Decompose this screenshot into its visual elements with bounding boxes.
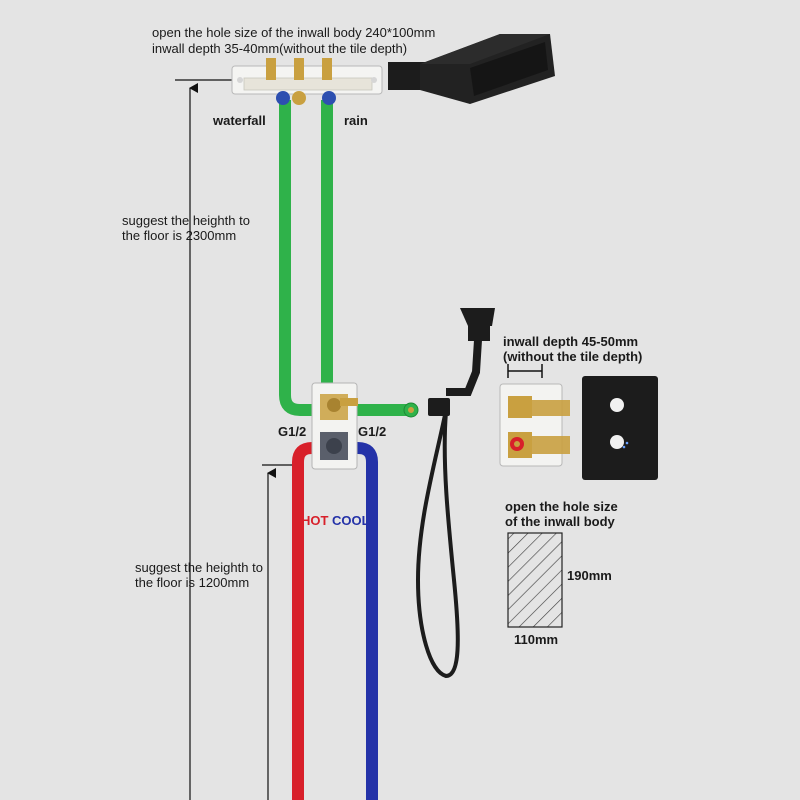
green-pipe-waterfall (279, 100, 325, 416)
hole-size-line1: open the hole size (505, 499, 618, 514)
cover-plate (582, 376, 658, 480)
rain-shower-head (388, 34, 555, 104)
top-note-line1: open the hole size of the inwall body 24… (152, 25, 436, 40)
height-top-line1: suggest the heighth to (122, 213, 250, 228)
main-inwall-body (311, 382, 358, 470)
hole-size-rect (507, 532, 563, 628)
top-inwall-body (231, 58, 383, 105)
g12-right-label: G1/2 (358, 424, 387, 439)
thermostatic-valve (499, 364, 570, 467)
hot-label: HOT (301, 513, 329, 528)
top-note-line2: inwall depth 35-40mm(without the tile de… (152, 41, 408, 56)
hole-size-line2: of the inwall body (505, 514, 615, 529)
cool-label: COOL (332, 513, 370, 528)
height-bottom-line2: the floor is 1200mm (135, 575, 250, 590)
green-pipe-handshower (350, 402, 419, 418)
waterfall-label: waterfall (213, 113, 266, 128)
cool-pipe (350, 442, 378, 800)
height-bottom-line1: suggest the heighth to (135, 560, 263, 575)
dim-190-label: 190mm (567, 568, 612, 583)
hand-shower (415, 308, 495, 679)
rain-label: rain (344, 113, 368, 128)
dim-110-label: 110mm (514, 632, 559, 647)
inwall-depth-line1: inwall depth 45-50mm (503, 334, 639, 349)
height-dimension-top (175, 79, 248, 800)
height-top-line2: the floor is 2300mm (122, 228, 237, 243)
g12-left-label: G1/2 (278, 424, 307, 439)
hot-pipe (292, 442, 320, 800)
inwall-depth-line2: (without the tile depth) (503, 349, 643, 364)
